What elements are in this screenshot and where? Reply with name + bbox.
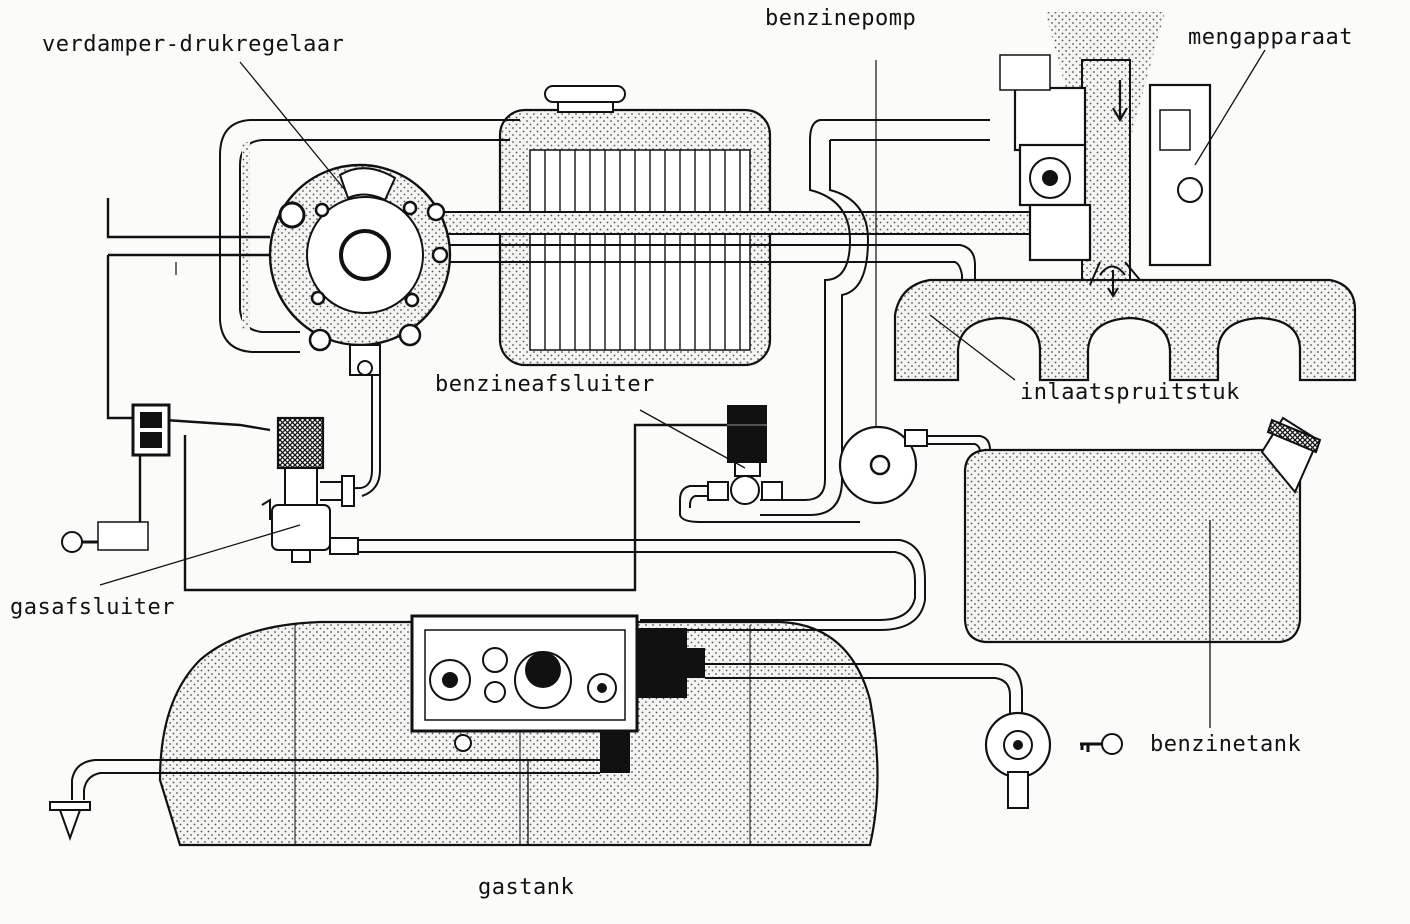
mixer-unit xyxy=(999,12,1212,298)
label-inlet-manifold: inlaatspruitstuk xyxy=(1020,380,1240,405)
inlet-manifold xyxy=(893,278,1357,382)
vaporizer-pressure-regulator xyxy=(268,163,452,376)
petrol-tank xyxy=(963,416,1322,644)
gas-main-line xyxy=(439,119,1041,516)
label-petrol-shutoff-valve: benzineafsluiter xyxy=(435,372,655,397)
ignition-switch xyxy=(61,403,171,553)
gas-supply-line xyxy=(358,539,926,631)
radiator xyxy=(498,85,772,367)
gas-filler-lock xyxy=(984,711,1052,809)
label-gas-tank: gastank xyxy=(478,875,575,900)
gas-tank-outlet-pipe xyxy=(705,663,1023,720)
label-mixer: mengapparaat xyxy=(1188,25,1353,50)
label-vaporizer-pressure-regulator: verdamper-drukregelaar xyxy=(42,32,345,57)
gas-tank-valve-block xyxy=(410,614,705,773)
gas-shutoff-valve xyxy=(261,375,381,563)
key-icon xyxy=(1080,733,1123,755)
gas-fill-pipe xyxy=(49,759,600,841)
petrol-pump xyxy=(838,60,991,505)
petrol-shutoff-valve xyxy=(679,405,860,523)
label-petrol-pump: benzinepomp xyxy=(765,6,917,31)
leader-lines xyxy=(99,49,1266,845)
label-gas-shutoff-valve: gasafsluiter xyxy=(10,595,175,620)
label-petrol-tank: benzinetank xyxy=(1150,732,1302,757)
